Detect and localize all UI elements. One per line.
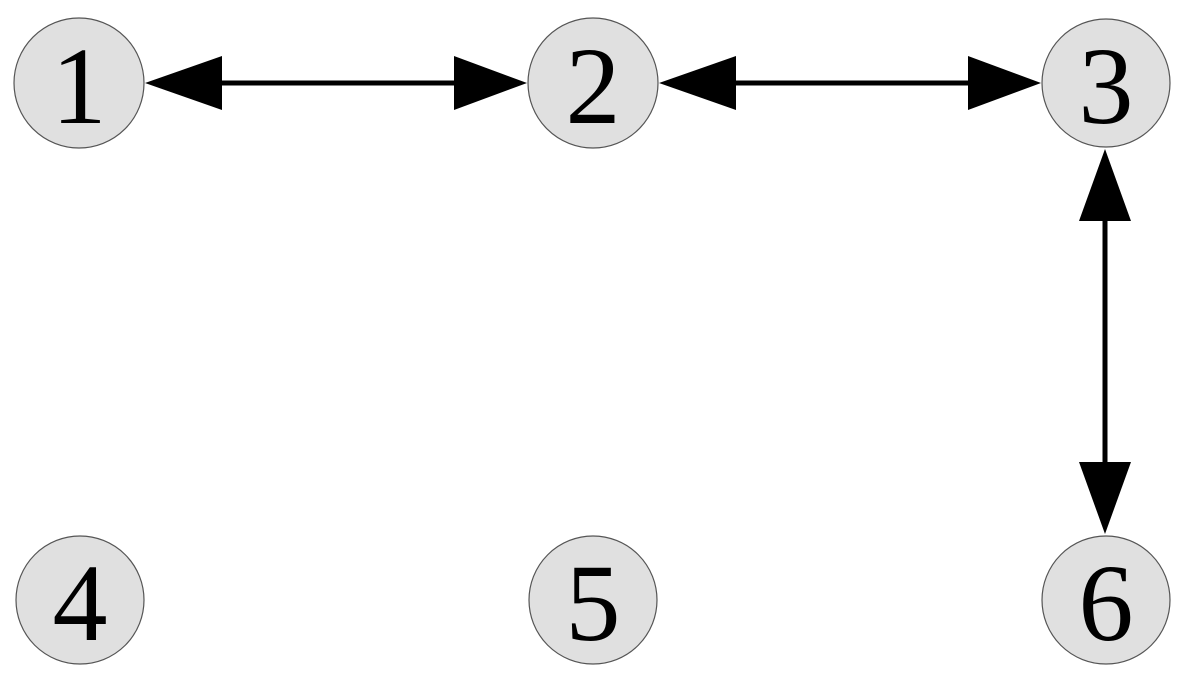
- node-3-circle[interactable]: [1041, 18, 1171, 148]
- node-1-circle[interactable]: [13, 17, 145, 149]
- edge-3-6[interactable]: [1079, 149, 1131, 534]
- edge-2-3-arrowhead-right: [968, 56, 1041, 110]
- node-5-label: 5: [566, 542, 621, 664]
- edge-2-3-arrowhead-left: [659, 56, 736, 110]
- node-1-label: 1: [52, 25, 107, 147]
- node-6-label: 6: [1079, 542, 1134, 664]
- node-5-circle[interactable]: [528, 535, 658, 665]
- edge-1-2[interactable]: [145, 56, 527, 110]
- node-4[interactable]: 4: [15, 535, 145, 665]
- node-6-circle[interactable]: [1041, 535, 1171, 665]
- edge-2-3[interactable]: [659, 56, 1041, 110]
- edge-3-6-arrowhead-up: [1079, 149, 1131, 221]
- node-layer: 1 2 3 4 5 6: [13, 17, 1171, 665]
- node-1[interactable]: 1: [13, 17, 145, 149]
- node-2-circle[interactable]: [527, 17, 659, 149]
- node-5[interactable]: 5: [528, 535, 658, 665]
- node-2-label: 2: [566, 25, 621, 147]
- node-6[interactable]: 6: [1041, 535, 1171, 665]
- node-3-label: 3: [1079, 25, 1134, 147]
- edge-3-6-arrowhead-down: [1079, 462, 1131, 534]
- node-2[interactable]: 2: [527, 17, 659, 149]
- edge-1-2-arrowhead-right: [454, 56, 527, 110]
- node-3[interactable]: 3: [1041, 18, 1171, 148]
- edge-layer: [145, 56, 1131, 534]
- edge-1-2-arrowhead-left: [145, 56, 222, 110]
- node-4-label: 4: [53, 542, 108, 664]
- node-4-circle[interactable]: [15, 535, 145, 665]
